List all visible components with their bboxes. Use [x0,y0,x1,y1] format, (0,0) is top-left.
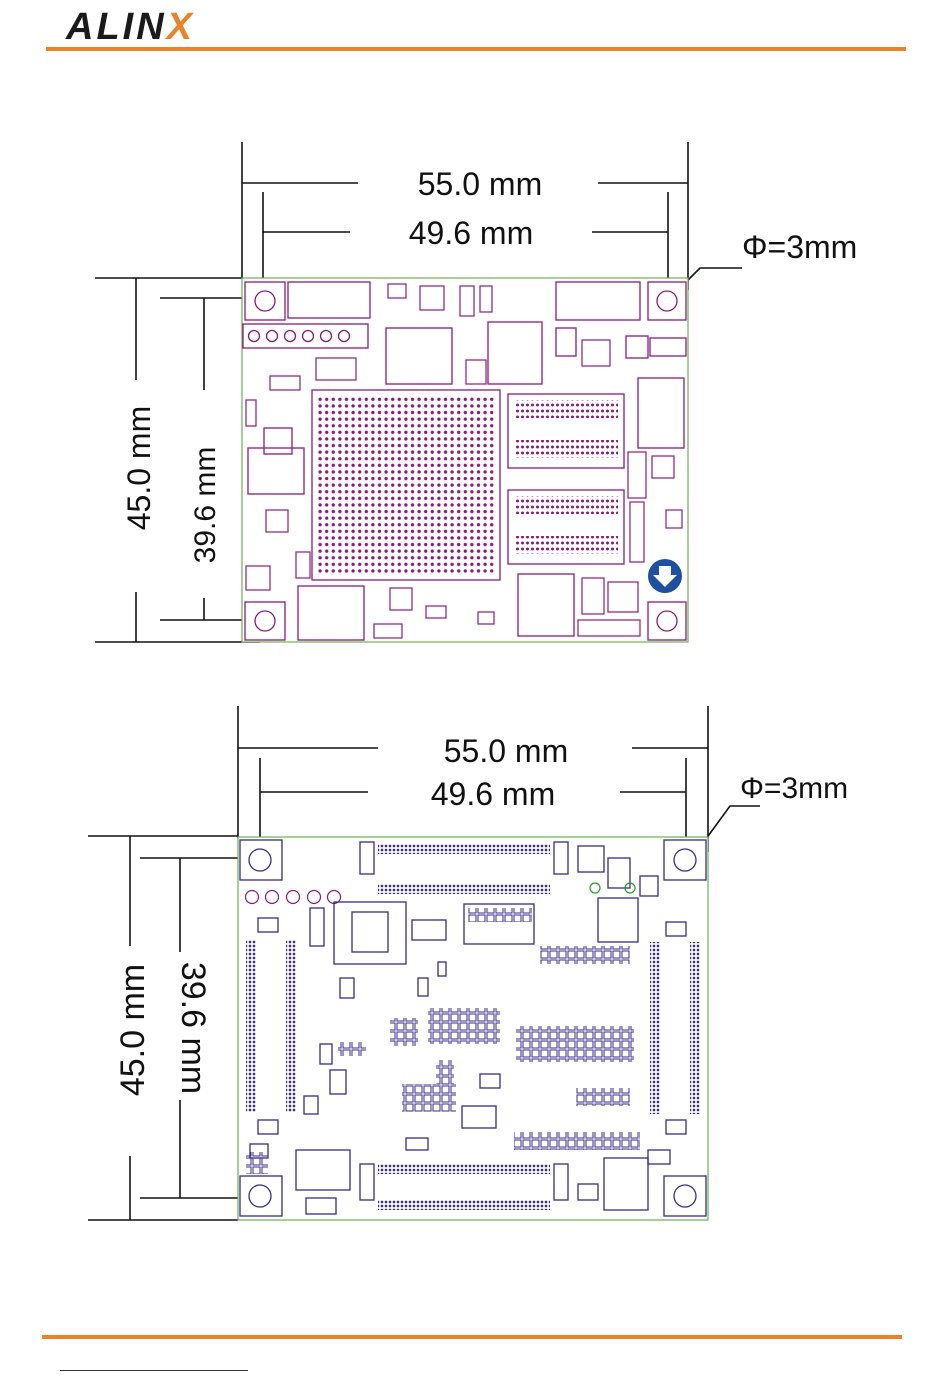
top-board [242,278,688,642]
height-inner-label: 39.6 mm [189,447,222,564]
width-outer-label-2: 55.0 mm [444,733,568,769]
top-view-figure: 55.0 mm 49.6 mm Φ=3mm 45.0 mm 39.6 mm [0,0,950,680]
hole-label-2: Φ=3mm [740,772,848,805]
bottom-board [238,837,708,1220]
width-inner-label-2: 49.6 mm [431,776,555,812]
hole-label: Φ=3mm [742,229,857,265]
bottom-view-figure: 55.0 mm 49.6 mm Φ=3mm 45.0 mm 39.6 mm [0,680,950,1280]
footnote-line [60,1370,248,1371]
width-outer-label: 55.0 mm [418,166,542,202]
height-inner-label-2: 39.6 mm [174,962,212,1094]
height-outer-label: 45.0 mm [121,406,157,530]
width-inner-label: 49.6 mm [409,215,533,251]
height-outer-label-2: 45.0 mm [114,964,152,1096]
footer-rule [42,1335,902,1339]
